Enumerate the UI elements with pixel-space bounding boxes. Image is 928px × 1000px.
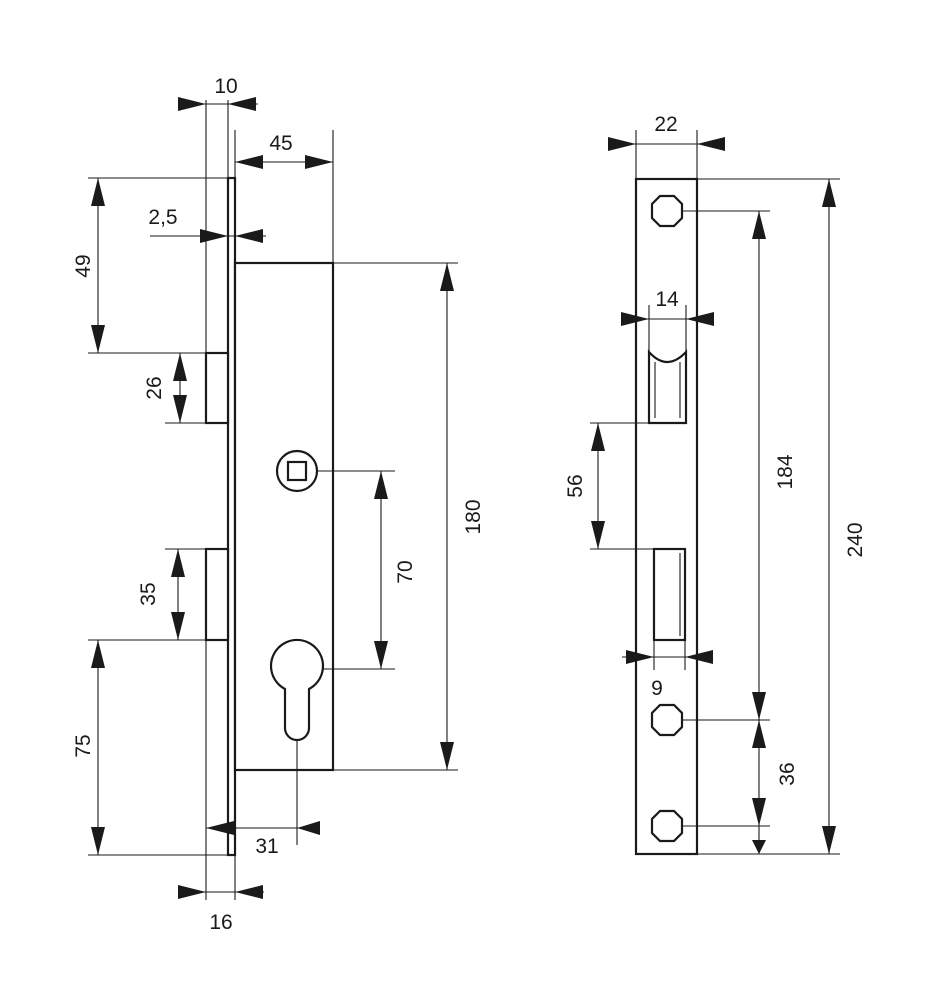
- dimension-45: 45: [235, 132, 333, 169]
- dim-label-240: 240: [844, 522, 867, 557]
- lock-body-view: 10 45 2,5 49 26: [72, 75, 485, 934]
- dimension-16: 16: [178, 885, 264, 934]
- dimension-70: 70: [374, 471, 417, 669]
- dead-bolt: [204, 547, 230, 642]
- dimension-14: 14: [621, 288, 714, 326]
- dim-label-70: 70: [394, 560, 417, 583]
- latch-bolt: [204, 351, 230, 425]
- dim-label-26: 26: [143, 376, 166, 399]
- dim-label-45: 45: [269, 132, 292, 155]
- dim-label-180: 180: [462, 499, 485, 534]
- dimension-22: 22: [608, 113, 725, 151]
- dim-label-184: 184: [774, 454, 797, 489]
- dimension-56: 56: [564, 423, 605, 549]
- dim-label-56: 56: [564, 474, 587, 497]
- dim-label-75: 75: [72, 734, 95, 757]
- dim-label-35: 35: [137, 582, 160, 605]
- screw-hole-top: [650, 194, 684, 228]
- dimension-49: 49: [72, 178, 105, 353]
- dim-label-10: 10: [214, 75, 237, 98]
- dimension-10: 10: [178, 75, 258, 111]
- dimension-2-5: 2,5: [148, 206, 266, 243]
- screw-hole-middle: [650, 703, 684, 737]
- extension-lines: [88, 100, 458, 900]
- dim-label-16: 16: [209, 911, 232, 934]
- dimension-36: 36: [752, 720, 799, 854]
- dimension-184: 184: [752, 211, 797, 720]
- dim-label-9: 9: [651, 677, 663, 700]
- latch-opening: [647, 349, 688, 425]
- dim-label-31: 31: [255, 835, 278, 858]
- dim-label-49: 49: [72, 254, 95, 277]
- strike-plate: [634, 177, 699, 856]
- dimension-240: 240: [822, 179, 867, 854]
- dim-label-14: 14: [655, 288, 679, 311]
- strike-plate-view: 22 14 56 9 184: [564, 113, 867, 856]
- dimension-31: 31: [206, 821, 320, 858]
- dimension-9: 9: [622, 650, 713, 700]
- dimension-180: 180: [440, 263, 485, 770]
- dimension-75: 75: [72, 640, 105, 855]
- dimension-26: 26: [143, 353, 187, 423]
- dim-label-22: 22: [654, 113, 677, 136]
- spindle-follower: [275, 449, 319, 493]
- strike-extension-lines: [590, 130, 840, 855]
- dim-label-36: 36: [776, 762, 799, 785]
- dimension-35: 35: [137, 548, 206, 640]
- dim-label-2-5: 2,5: [148, 206, 177, 229]
- euro-cylinder-cutout: [269, 638, 325, 742]
- screw-hole-bottom: [650, 809, 684, 843]
